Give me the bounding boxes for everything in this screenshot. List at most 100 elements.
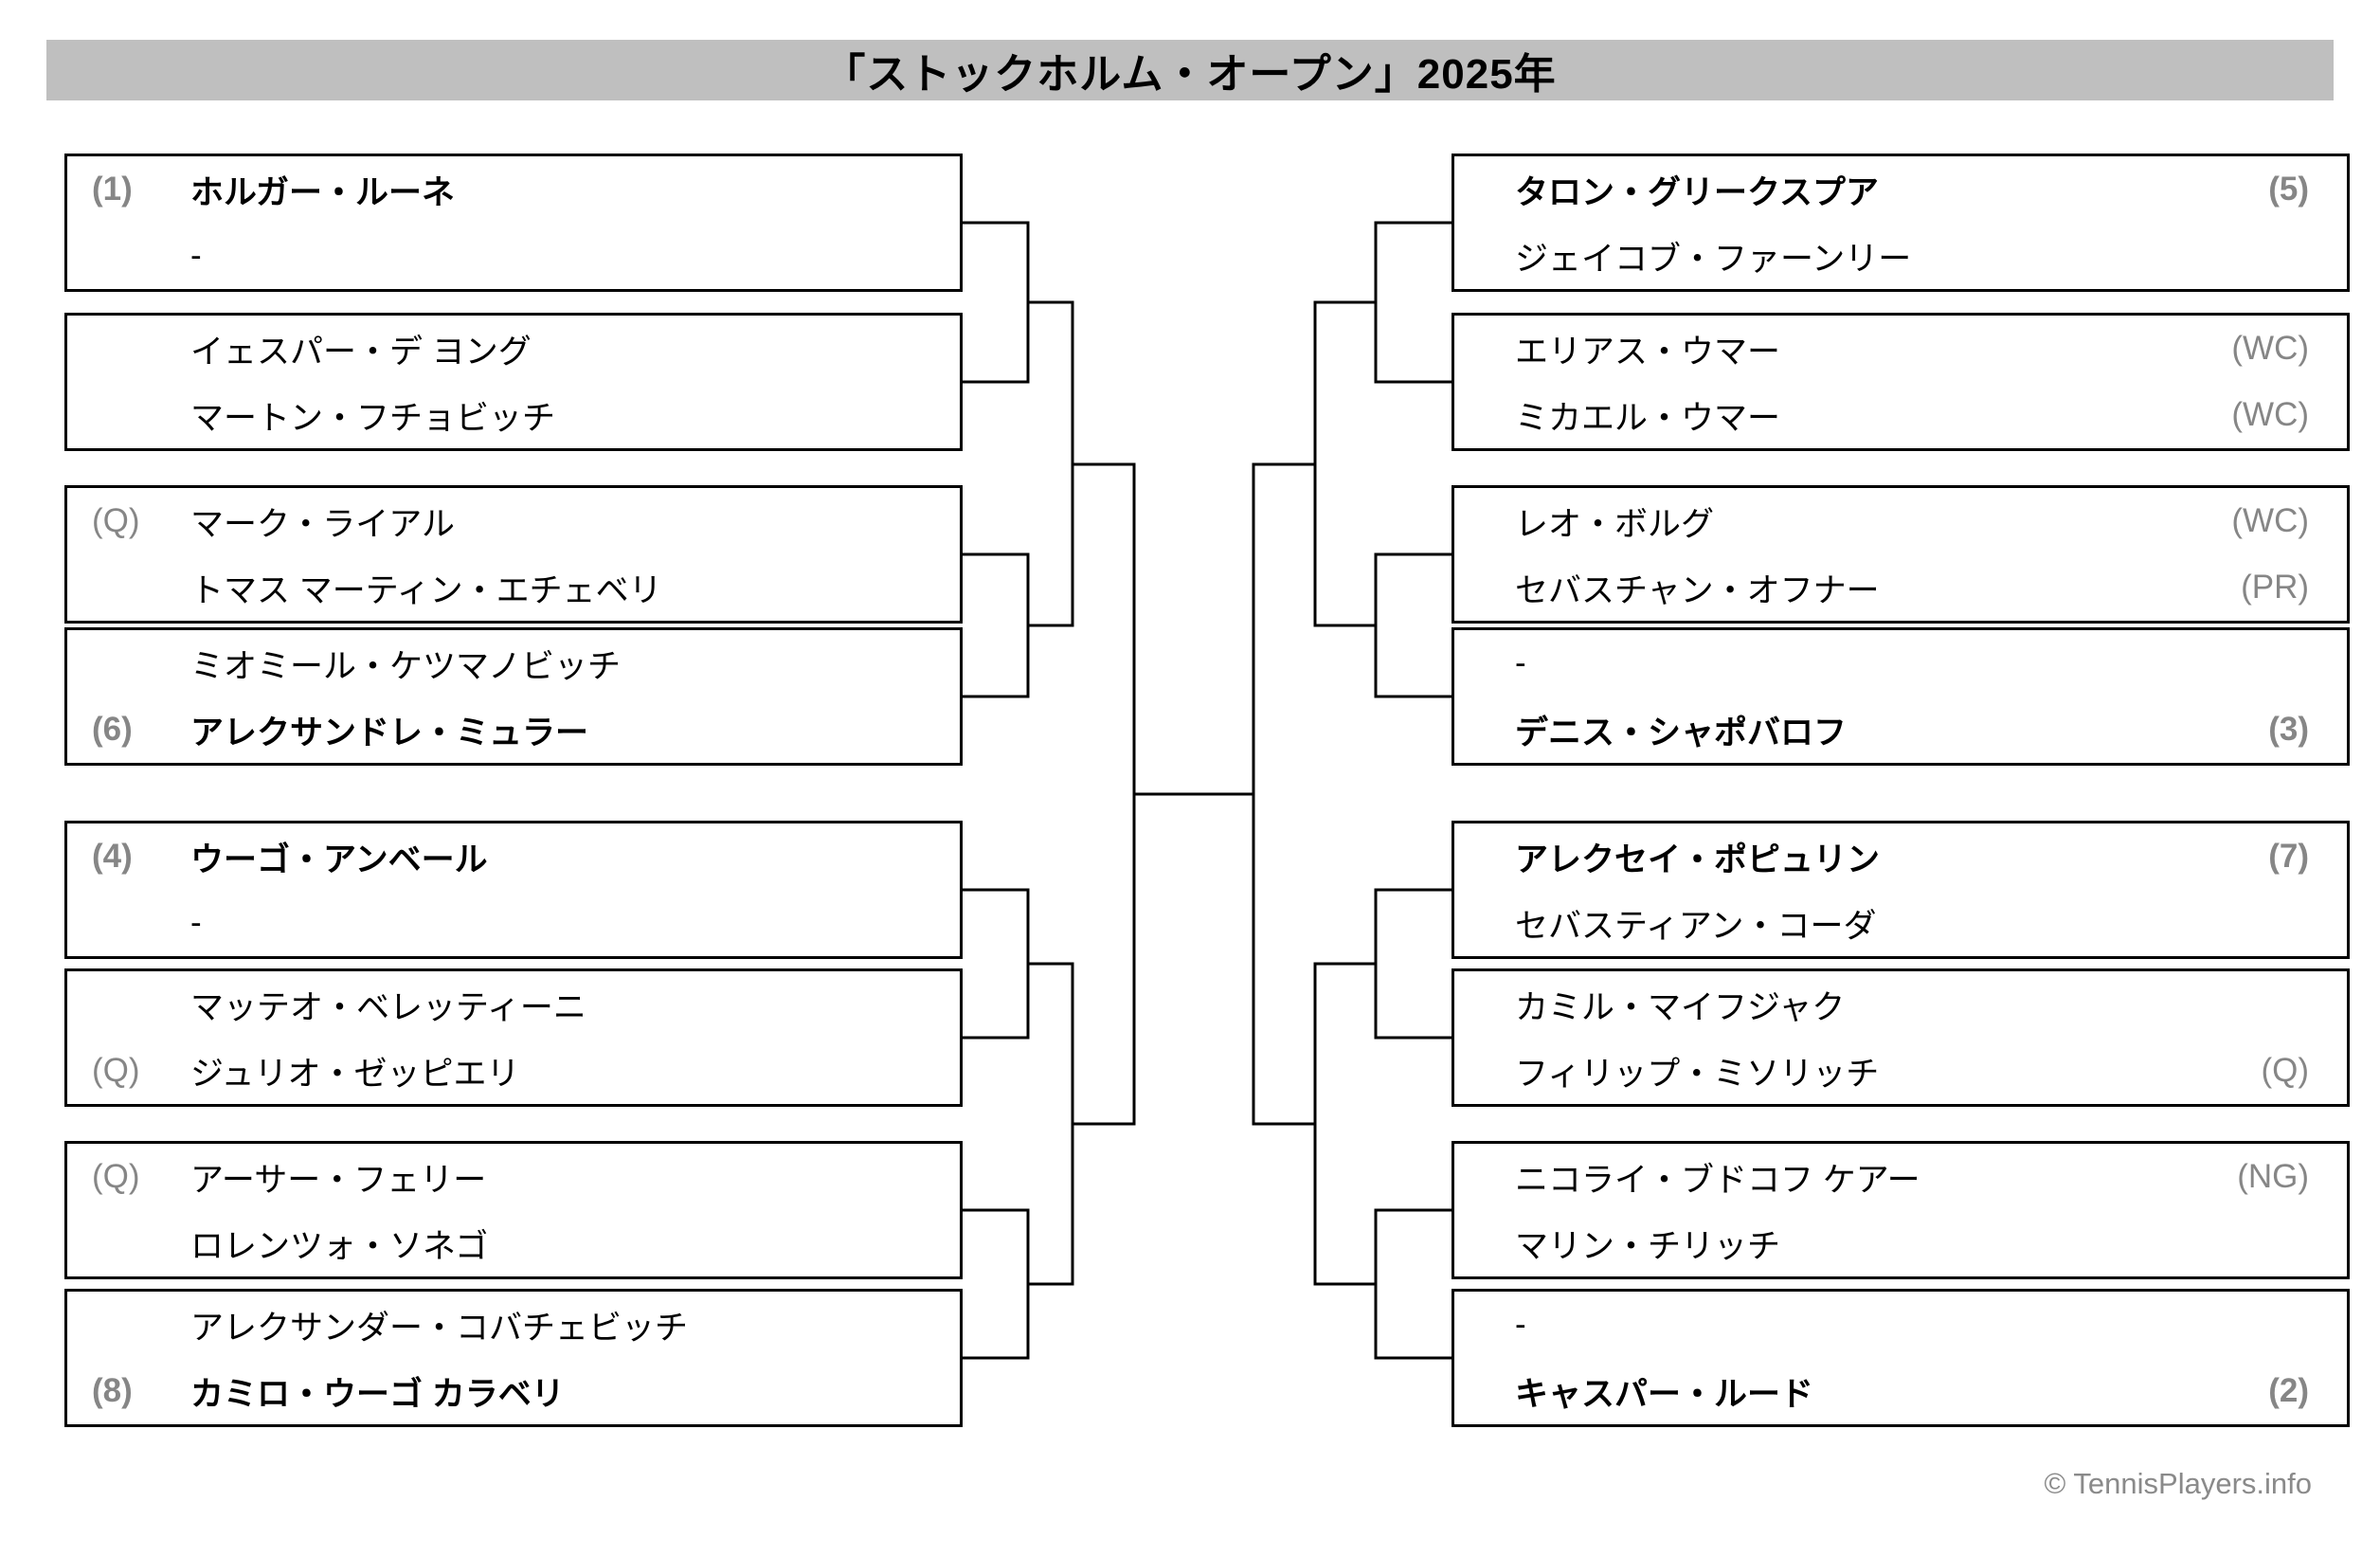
player-row: カミル・マイフジャク [1454,971,2347,1038]
player-row: - [67,890,960,956]
player-row: (6) アレクサンドレ・ミュラー [67,697,960,763]
player-row: ロレンツォ・ソネゴ [67,1210,960,1276]
match-box: カミル・マイフジャク フィリップ・ミソリッチ (Q) [1451,968,2350,1107]
player-name: イェスパー・デ ヨング [190,333,532,371]
player-name: カミロ・ウーゴ カラベリ [190,1375,565,1413]
player-name: ジュリオ・ゼッピエリ [190,1055,520,1093]
player-row: エリアス・ウマー (WC) [1454,316,2347,382]
player-row: タロン・グリークスプア (5) [1454,156,2347,223]
player-row: (Q) ジュリオ・ゼッピエリ [67,1038,960,1104]
wildcard-tag: (WC) [2231,330,2309,367]
player-row: ミカエル・ウマー (WC) [1454,382,2347,448]
player-row: ミオミール・ケツマノビッチ [67,630,960,697]
player-row: (4) ウーゴ・アンベール [67,823,960,890]
player-name: ニコライ・ブドコフ ケアー [1515,1161,1920,1199]
match-box: - デニス・シャポバロフ (3) [1451,627,2350,766]
player-row: (Q) マーク・ライアル [67,488,960,554]
player-name: セバスティアン・コーダ [1515,907,1877,945]
player-row: マリン・チリッチ [1454,1210,2347,1276]
player-name: マートン・フチョビッチ [190,399,556,437]
player-name: デニス・シャポバロフ [1515,714,1848,751]
player-name: タロン・グリークスプア [1515,173,1879,211]
player-name: カミル・マイフジャク [1515,988,1846,1026]
player-row: マートン・フチョビッチ [67,382,960,448]
player-row: セバスティアン・コーダ [1454,890,2347,956]
match-box: ミオミール・ケツマノビッチ (6) アレクサンドレ・ミュラー [64,627,963,766]
copyright-footer: © TennisPlayers.info [2044,1467,2312,1500]
player-row: フィリップ・ミソリッチ (Q) [1454,1038,2347,1104]
seed-tag: (8) [92,1372,133,1409]
player-name: ジェイコブ・ファーンリー [1515,240,1912,278]
protected-ranking-tag: (PR) [2241,569,2309,606]
player-row: (Q) アーサー・フェリー [67,1144,960,1210]
wildcard-tag: (WC) [2231,396,2309,433]
player-row: (8) カミロ・ウーゴ カラベリ [67,1358,960,1424]
qualifier-tag: (Q) [92,1052,140,1089]
seed-tag: (4) [92,838,133,875]
player-row: - [1454,630,2347,697]
player-row: セバスチャン・オフナー (PR) [1454,554,2347,621]
match-box: ニコライ・ブドコフ ケアー (NG) マリン・チリッチ [1451,1141,2350,1279]
player-name: アレクサンダー・コバチェビッチ [190,1309,689,1347]
player-name: トマス マーティン・エチェベリ [190,571,662,609]
player-row: デニス・シャポバロフ (3) [1454,697,2347,763]
seed-tag: (5) [2268,171,2309,208]
player-name: - [190,237,202,274]
seed-tag: (7) [2268,838,2309,875]
player-row: アレクセイ・ポピュリン (7) [1454,823,2347,890]
seed-tag: (6) [92,711,133,748]
player-row: アレクサンダー・コバチェビッチ [67,1292,960,1358]
player-row: (1) ホルガー・ルーネ [67,156,960,223]
player-name: ロレンツォ・ソネゴ [190,1227,489,1265]
player-name: - [1515,644,1526,681]
match-box: タロン・グリークスプア (5) ジェイコブ・ファーンリー [1451,154,2350,292]
player-name: キャスパー・ルード [1515,1375,1814,1413]
player-row: - [1454,1292,2347,1358]
qualifier-tag: (Q) [92,1158,140,1195]
qualifier-tag: (Q) [92,502,140,539]
player-row: イェスパー・デ ヨング [67,316,960,382]
wildcard-tag: (WC) [2231,502,2309,539]
player-name: マーク・ライアル [190,505,455,543]
page-title: 「ストックホルム・オープン」2025年 [823,51,1557,98]
player-name: レオ・ボルグ [1515,505,1715,543]
player-name: - [1515,1306,1526,1343]
player-name: マッテオ・ベレッティーニ [190,988,586,1026]
player-row: マッテオ・ベレッティーニ [67,971,960,1038]
player-name: ウーゴ・アンベール [190,841,488,878]
match-box: アレクサンダー・コバチェビッチ (8) カミロ・ウーゴ カラベリ [64,1289,963,1427]
player-name: - [190,904,202,941]
next-gen-tag: (NG) [2237,1158,2309,1195]
match-box: (Q) マーク・ライアル トマス マーティン・エチェベリ [64,485,963,624]
player-name: アーサー・フェリー [190,1161,487,1199]
match-box: (4) ウーゴ・アンベール - [64,821,963,959]
player-row: キャスパー・ルード (2) [1454,1358,2347,1424]
match-box: - キャスパー・ルード (2) [1451,1289,2350,1427]
player-name: マリン・チリッチ [1515,1227,1781,1265]
player-row: レオ・ボルグ (WC) [1454,488,2347,554]
player-name: フィリップ・ミソリッチ [1515,1055,1880,1093]
match-box: (1) ホルガー・ルーネ - [64,154,963,292]
player-row: - [67,223,960,289]
match-box: アレクセイ・ポピュリン (7) セバスティアン・コーダ [1451,821,2350,959]
match-box: マッテオ・ベレッティーニ (Q) ジュリオ・ゼッピエリ [64,968,963,1107]
seed-tag: (1) [92,171,133,208]
match-box: (Q) アーサー・フェリー ロレンツォ・ソネゴ [64,1141,963,1279]
seed-tag: (2) [2268,1372,2309,1409]
player-name: ミカエル・ウマー [1515,399,1781,437]
player-name: エリアス・ウマー [1515,333,1781,371]
player-row: トマス マーティン・エチェベリ [67,554,960,621]
match-box: イェスパー・デ ヨング マートン・フチョビッチ [64,313,963,451]
qualifier-tag: (Q) [2261,1052,2309,1089]
seed-tag: (3) [2268,711,2309,748]
player-name: ミオミール・ケツマノビッチ [190,647,621,685]
title-bar: 「ストックホルム・オープン」2025年 [46,40,2334,100]
player-row: ジェイコブ・ファーンリー [1454,223,2347,289]
player-row: ニコライ・ブドコフ ケアー (NG) [1454,1144,2347,1210]
match-box: エリアス・ウマー (WC) ミカエル・ウマー (WC) [1451,313,2350,451]
player-name: アレクセイ・ポピュリン [1515,841,1881,878]
player-name: セバスチャン・オフナー [1515,571,1880,609]
match-box: レオ・ボルグ (WC) セバスチャン・オフナー (PR) [1451,485,2350,624]
player-name: ホルガー・ルーネ [190,173,455,211]
